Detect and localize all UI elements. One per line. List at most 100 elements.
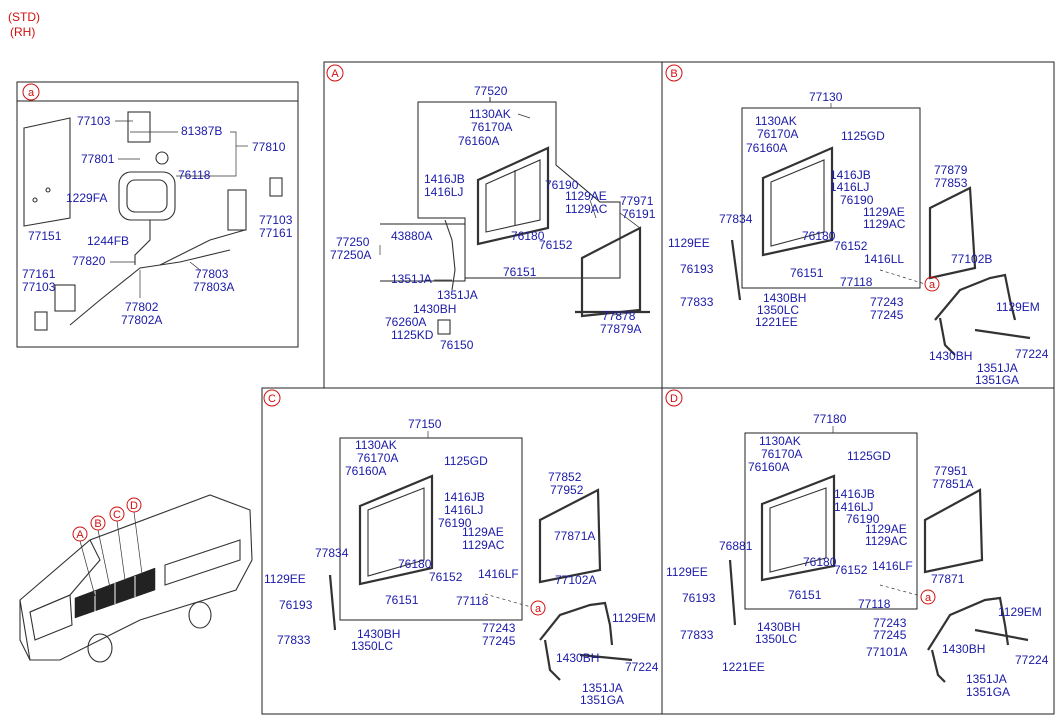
part-number: 1351JA xyxy=(437,288,478,302)
bus-callout-b: B xyxy=(94,518,101,530)
part-number: 77810 xyxy=(252,140,286,154)
section-c-callout-circle xyxy=(263,389,281,407)
window-frame-shape xyxy=(476,146,550,246)
dashed-leader xyxy=(484,593,532,608)
window-glass-shape xyxy=(769,487,827,573)
lower-latch-shape xyxy=(54,284,76,312)
cable-shape xyxy=(159,229,246,266)
part-number: 1416LL xyxy=(864,252,904,266)
striker-shape xyxy=(269,177,283,197)
part-number: 76170A xyxy=(761,447,802,461)
door-rail-shape xyxy=(927,596,1010,651)
part-number: 43880A xyxy=(391,229,432,243)
part-number: 1351GA xyxy=(580,693,624,707)
part-number: 1351GA xyxy=(975,373,1019,387)
part-number: 77161 xyxy=(259,226,293,240)
bus-callout-a: A xyxy=(76,529,84,541)
part-number: 77103 xyxy=(22,280,56,294)
part-number: 76152 xyxy=(834,563,868,577)
section-c-callout: C xyxy=(268,393,276,405)
leader-line xyxy=(79,540,96,597)
part-number: 1351JA xyxy=(391,272,432,286)
part-number: 76151 xyxy=(788,588,822,602)
part-number: 77102A xyxy=(555,573,596,587)
part-number: 77520 xyxy=(474,84,508,98)
latch-shape xyxy=(227,189,247,231)
part-number: 76881 xyxy=(719,539,753,553)
outside-handle-inner xyxy=(126,179,168,213)
bus-body-shape xyxy=(19,494,253,661)
part-number: 76180 xyxy=(511,229,545,243)
section-b-callout: B xyxy=(670,68,677,80)
callout-a-marker xyxy=(530,600,546,616)
part-number: 77871 xyxy=(931,572,965,586)
part-number: 1350LC xyxy=(755,632,797,646)
weatherstrip-shape xyxy=(538,488,602,584)
part-number: 77224 xyxy=(1015,653,1049,667)
part-number: 77150 xyxy=(408,417,442,431)
part-number: 77834 xyxy=(719,212,753,226)
part-number: 1229FA xyxy=(66,191,107,205)
part-number: 1130AK xyxy=(355,438,397,452)
window-glass-shape xyxy=(367,487,425,577)
part-number: 76152 xyxy=(429,570,463,584)
gas-spring-shape xyxy=(728,559,737,626)
bus-rear-wheel xyxy=(188,601,212,629)
leader-line xyxy=(612,311,641,316)
section-a-callout: A xyxy=(331,68,339,80)
part-number: 1129EE xyxy=(264,572,306,586)
part-number: 77245 xyxy=(482,634,516,648)
part-number: 1130AK xyxy=(759,434,801,448)
section-a: A 77520 1130AK 76170A 76160A 1416JB 1416… xyxy=(323,61,662,388)
door-rail-shape xyxy=(930,649,946,683)
part-number: 1130AK xyxy=(469,107,511,121)
gas-spring-shape xyxy=(974,628,1029,642)
bus-callout-a-circle xyxy=(72,526,88,542)
part-number: 1416LJ xyxy=(424,185,463,199)
leader-line xyxy=(589,199,597,219)
part-number: 77250 xyxy=(336,235,370,249)
section-a-frame xyxy=(323,61,662,388)
section-c: C a 77150 1130AK 76170A 1125GD 76160A 77… xyxy=(261,387,663,715)
part-number: 1125GD xyxy=(847,449,891,463)
lock-cylinder-shape xyxy=(155,151,169,165)
part-number: 1130AK xyxy=(755,114,797,128)
callout-a-marker-label: a xyxy=(925,592,932,604)
part-number: 1430BH xyxy=(929,349,972,363)
part-number: 1350LC xyxy=(351,639,393,653)
part-number: 77118 xyxy=(858,597,891,611)
door-rail-shape xyxy=(938,317,956,356)
handle-bracket-shape xyxy=(127,111,151,143)
part-number: 76170A xyxy=(357,451,398,465)
section-b: B a 77130 1130AK 76170A 1125GD 76160A 14… xyxy=(661,61,1055,389)
section-d-frame xyxy=(661,387,1055,715)
part-number: 77833 xyxy=(680,295,714,309)
lower-striker-shape xyxy=(34,311,48,331)
section-a-callout-circle xyxy=(326,64,344,82)
part-number: 77879 xyxy=(934,163,968,177)
part-number: 76160A xyxy=(746,141,787,155)
door-rail-shape xyxy=(539,601,614,646)
part-number: 77879A xyxy=(600,322,641,336)
trim-hole xyxy=(32,197,38,203)
part-number: 76190 xyxy=(846,512,880,526)
part-number: 1416JB xyxy=(424,172,465,186)
callout-a-marker xyxy=(920,589,936,605)
part-number: 77852 xyxy=(548,470,582,484)
part-number: 77243 xyxy=(870,295,904,309)
part-number: 1430BH xyxy=(942,642,985,656)
section-d-callout-circle xyxy=(665,389,683,407)
part-number: 1129AC xyxy=(865,534,908,548)
part-number: 1351GA xyxy=(966,685,1010,699)
part-number: 1221EE xyxy=(722,660,765,674)
part-number: 77851A xyxy=(932,477,973,491)
part-number: 77820 xyxy=(72,254,106,268)
part-number: 1129AE xyxy=(865,522,907,536)
gas-spring-shape xyxy=(730,239,742,301)
window-glass-shape xyxy=(770,159,825,247)
part-number: 1129AE xyxy=(462,525,504,539)
part-number: 1244FB xyxy=(87,234,129,248)
part-number: 76150 xyxy=(440,338,474,352)
bus-rear-windows xyxy=(164,539,241,586)
part-number: 76180 xyxy=(803,555,837,569)
